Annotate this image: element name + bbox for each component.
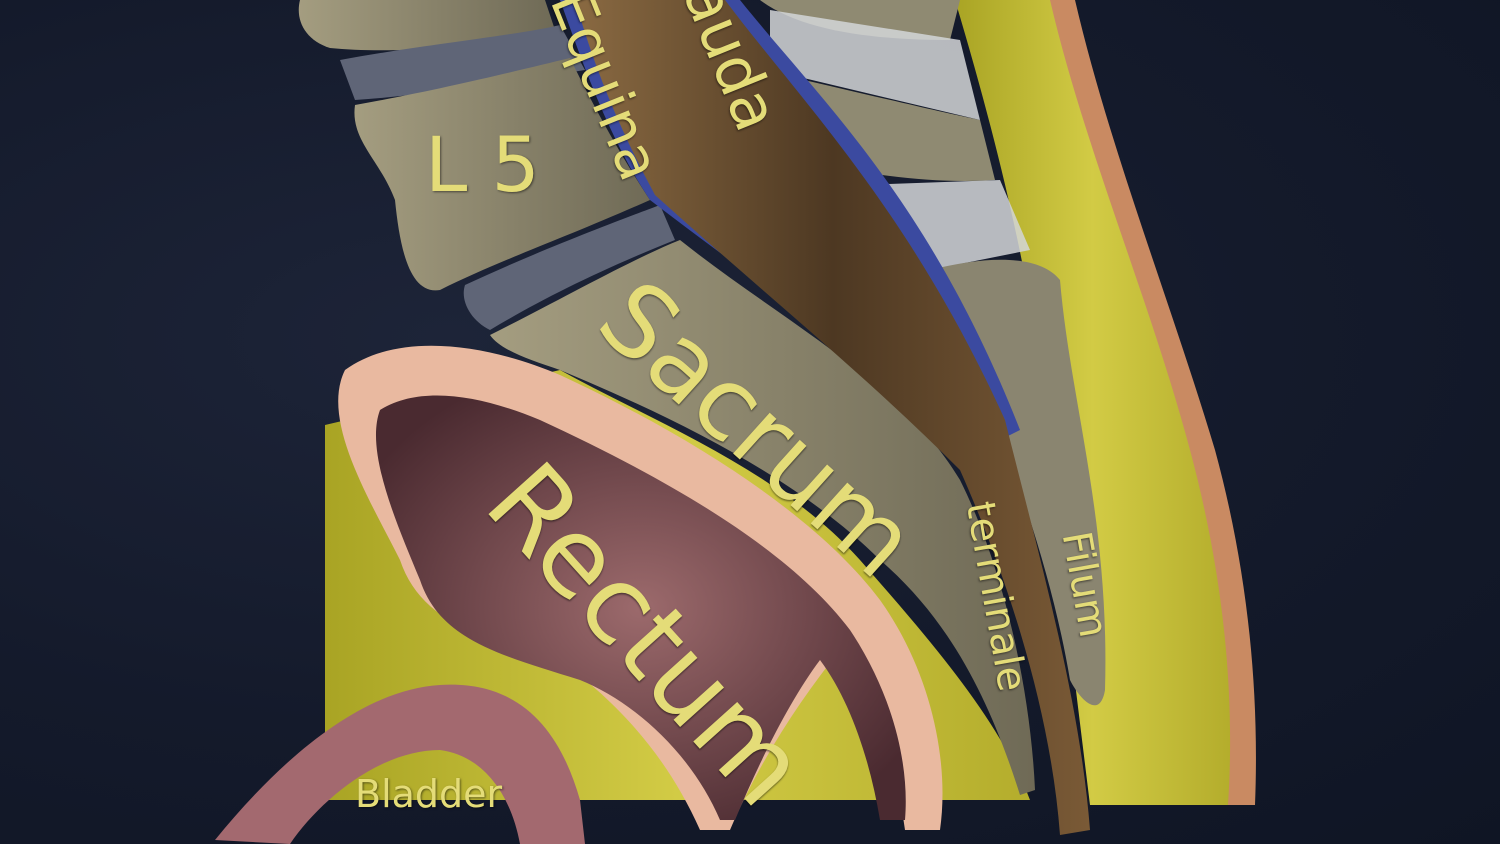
spinous-process [760,0,960,40]
rectum-lumen [375,395,906,820]
sacrum [490,240,1035,795]
lumbosacral-disc [463,205,675,330]
cauda-equina-nerves [575,0,1090,835]
label-l5: L 5 [425,120,540,209]
ligament [860,180,1030,270]
label-bladder: Bladder [355,772,503,816]
l5-vertebra [354,58,650,291]
ligament [770,10,980,120]
posterior-fat [955,0,1231,805]
upper-disc [340,25,585,100]
bladder [215,684,585,844]
